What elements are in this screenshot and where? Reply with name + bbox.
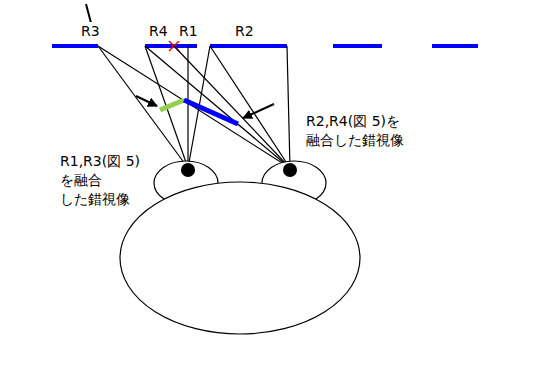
face: [120, 161, 360, 334]
sight-lines: [98, 46, 290, 168]
illusion-note: R1,R3(図 5) を融合 した錯視像: [60, 152, 160, 209]
region-label: R1: [178, 22, 199, 41]
illusion-note: R2,R4(図 5)を 融合した錯視像: [306, 112, 428, 150]
region-label: R3: [80, 22, 101, 41]
callout-arrow: [136, 96, 157, 106]
eyes: [181, 163, 297, 177]
region-label: R2: [234, 22, 255, 41]
region-label: R4: [148, 22, 169, 41]
illusion-green: [160, 100, 184, 110]
illusion-blue: [184, 100, 238, 124]
plane-segments: [52, 44, 478, 48]
callout-arrow: [243, 104, 274, 118]
